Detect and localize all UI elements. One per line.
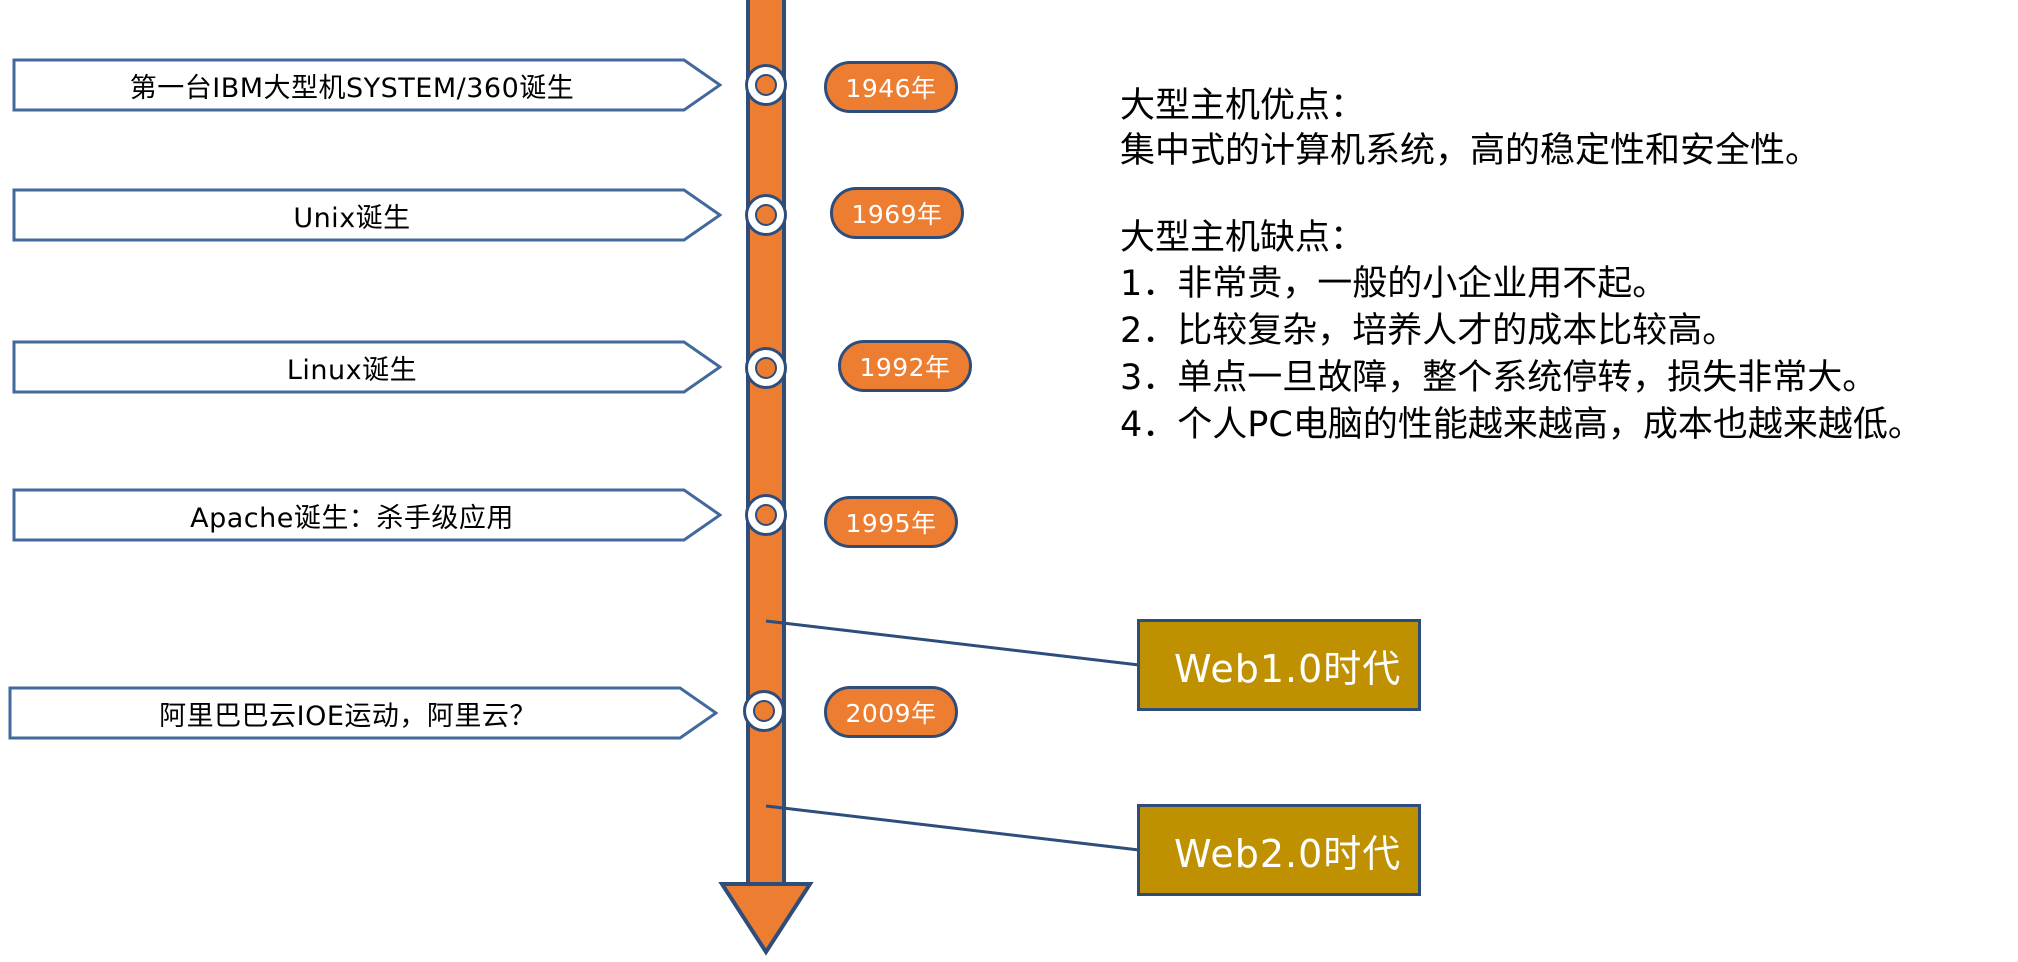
year-pill-4[interactable]: 1995年	[824, 496, 958, 548]
cons-item-1: 1．非常贵，一般的小企业用不起。	[1120, 264, 1668, 304]
node-core-icon	[755, 204, 777, 226]
timeline-node-2[interactable]	[745, 194, 787, 236]
cons-item-2: 2．比较复杂，培养人才的成本比较高。	[1120, 311, 1738, 351]
banner-shape-3	[12, 340, 722, 394]
banner-shape-2	[12, 188, 722, 242]
timeline-arrowhead	[718, 882, 814, 956]
event-label-3: Linux诞生	[286, 354, 418, 386]
notes-spacer	[1120, 174, 2010, 216]
notes-panel: 大型主机优点： 集中式的计算机系统，高的稳定性和安全性。 大型主机缺点： 1．非…	[1120, 84, 2010, 449]
year-pill-3[interactable]: 1992年	[838, 340, 972, 392]
node-core-icon	[753, 700, 775, 722]
event-banner-4[interactable]: Apache诞生：杀手级应用	[12, 488, 722, 542]
year-pill-1[interactable]: 1946年	[824, 61, 958, 113]
node-core-icon	[755, 504, 777, 526]
era-box-web2[interactable]: Web2.0时代	[1137, 804, 1421, 896]
year-pill-5[interactable]: 2009年	[824, 686, 958, 738]
node-core-icon	[755, 74, 777, 96]
event-banner-5[interactable]: 阿里巴巴云IOE运动，阿里云？	[8, 686, 718, 740]
event-banner-3[interactable]: Linux诞生	[12, 340, 722, 394]
banner-shape-4	[12, 488, 722, 542]
cons-item-4: 4．个人PC电脑的性能越来越高，成本也越来越低。	[1120, 405, 1923, 445]
cons-list: 1．非常贵，一般的小企业用不起。 2．比较复杂，培养人才的成本比较高。 3．单点…	[1120, 261, 2010, 449]
timeline-shaft	[746, 0, 786, 898]
banner-shape-5	[8, 686, 718, 740]
event-label-5: 阿里巴巴云IOE运动，阿里云？	[159, 700, 537, 732]
banner-shape-1	[12, 58, 722, 112]
timeline-node-3[interactable]	[745, 347, 787, 389]
node-core-icon	[755, 357, 777, 379]
event-label-1: 第一台IBM大型机SYSTEM/360诞生	[129, 72, 575, 104]
event-label-4: Apache诞生：杀手级应用	[190, 502, 514, 534]
pros-body: 集中式的计算机系统，高的稳定性和安全性。	[1120, 131, 1821, 171]
event-banner-1[interactable]: 第一台IBM大型机SYSTEM/360诞生	[12, 58, 722, 112]
event-label-2: Unix诞生	[293, 202, 411, 234]
era-box-web1[interactable]: Web1.0时代	[1137, 619, 1421, 711]
timeline-node-5[interactable]	[743, 690, 785, 732]
timeline-node-4[interactable]	[745, 494, 787, 536]
cons-heading: 大型主机缺点：	[1120, 218, 1366, 258]
year-pill-2[interactable]: 1969年	[830, 187, 964, 239]
cons-item-3: 3．单点一旦故障，整个系统停转，损失非常大。	[1120, 358, 1878, 398]
connector-web1	[765, 619, 1140, 667]
connector-web2	[765, 804, 1140, 852]
timeline-node-1[interactable]	[745, 64, 787, 106]
pros-heading: 大型主机优点：	[1120, 86, 1366, 126]
event-banner-2[interactable]: Unix诞生	[12, 188, 722, 242]
